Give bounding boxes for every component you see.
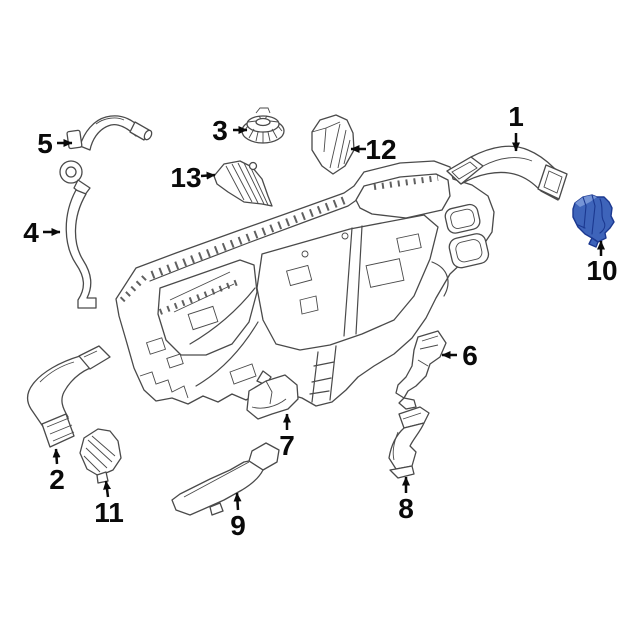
- part-6-bracket-drawing: [395, 330, 447, 410]
- part-7-elbow-drawing: [246, 370, 299, 420]
- callout-9-arrow: [233, 492, 242, 511]
- part-1-duct-drawing: [446, 145, 568, 201]
- callout-13-label: 13: [170, 162, 201, 193]
- callout-10-label: 10: [586, 255, 617, 286]
- callout-12-label: 12: [365, 134, 396, 165]
- part-12-vent-drawing: [311, 114, 355, 175]
- part-13-bracket-drawing: [213, 160, 273, 207]
- callout-13-arrow: [200, 171, 216, 180]
- callout-6-label: 6: [462, 340, 478, 371]
- callout-5-label: 5: [37, 128, 53, 159]
- callout-2-arrow: [52, 448, 61, 465]
- callout-9-label: 9: [230, 510, 246, 541]
- callout-8-label: 8: [398, 493, 414, 524]
- callout-1-label: 1: [508, 101, 524, 132]
- part-10-highlighted-drawing: [572, 194, 615, 248]
- part-11-register-drawing: [79, 428, 122, 484]
- callout-11-label: 11: [94, 497, 124, 528]
- part-3-grommet-drawing: [241, 107, 285, 144]
- callout-11-arrow: [103, 480, 112, 498]
- part-2-duct-drawing: [26, 345, 111, 448]
- callout-3-label: 3: [212, 115, 228, 146]
- callout-4-label: 4: [23, 217, 39, 248]
- instrument-panel-drawing: [115, 160, 495, 407]
- part-9-floor-duct-drawing: [171, 442, 280, 516]
- callout-2-label: 2: [49, 464, 65, 495]
- part-8-elbow-drawing: [388, 406, 430, 479]
- callout-7-label: 7: [279, 430, 295, 461]
- part-5-hose-drawing: [66, 115, 153, 151]
- part-4-tube-drawing: [59, 160, 97, 309]
